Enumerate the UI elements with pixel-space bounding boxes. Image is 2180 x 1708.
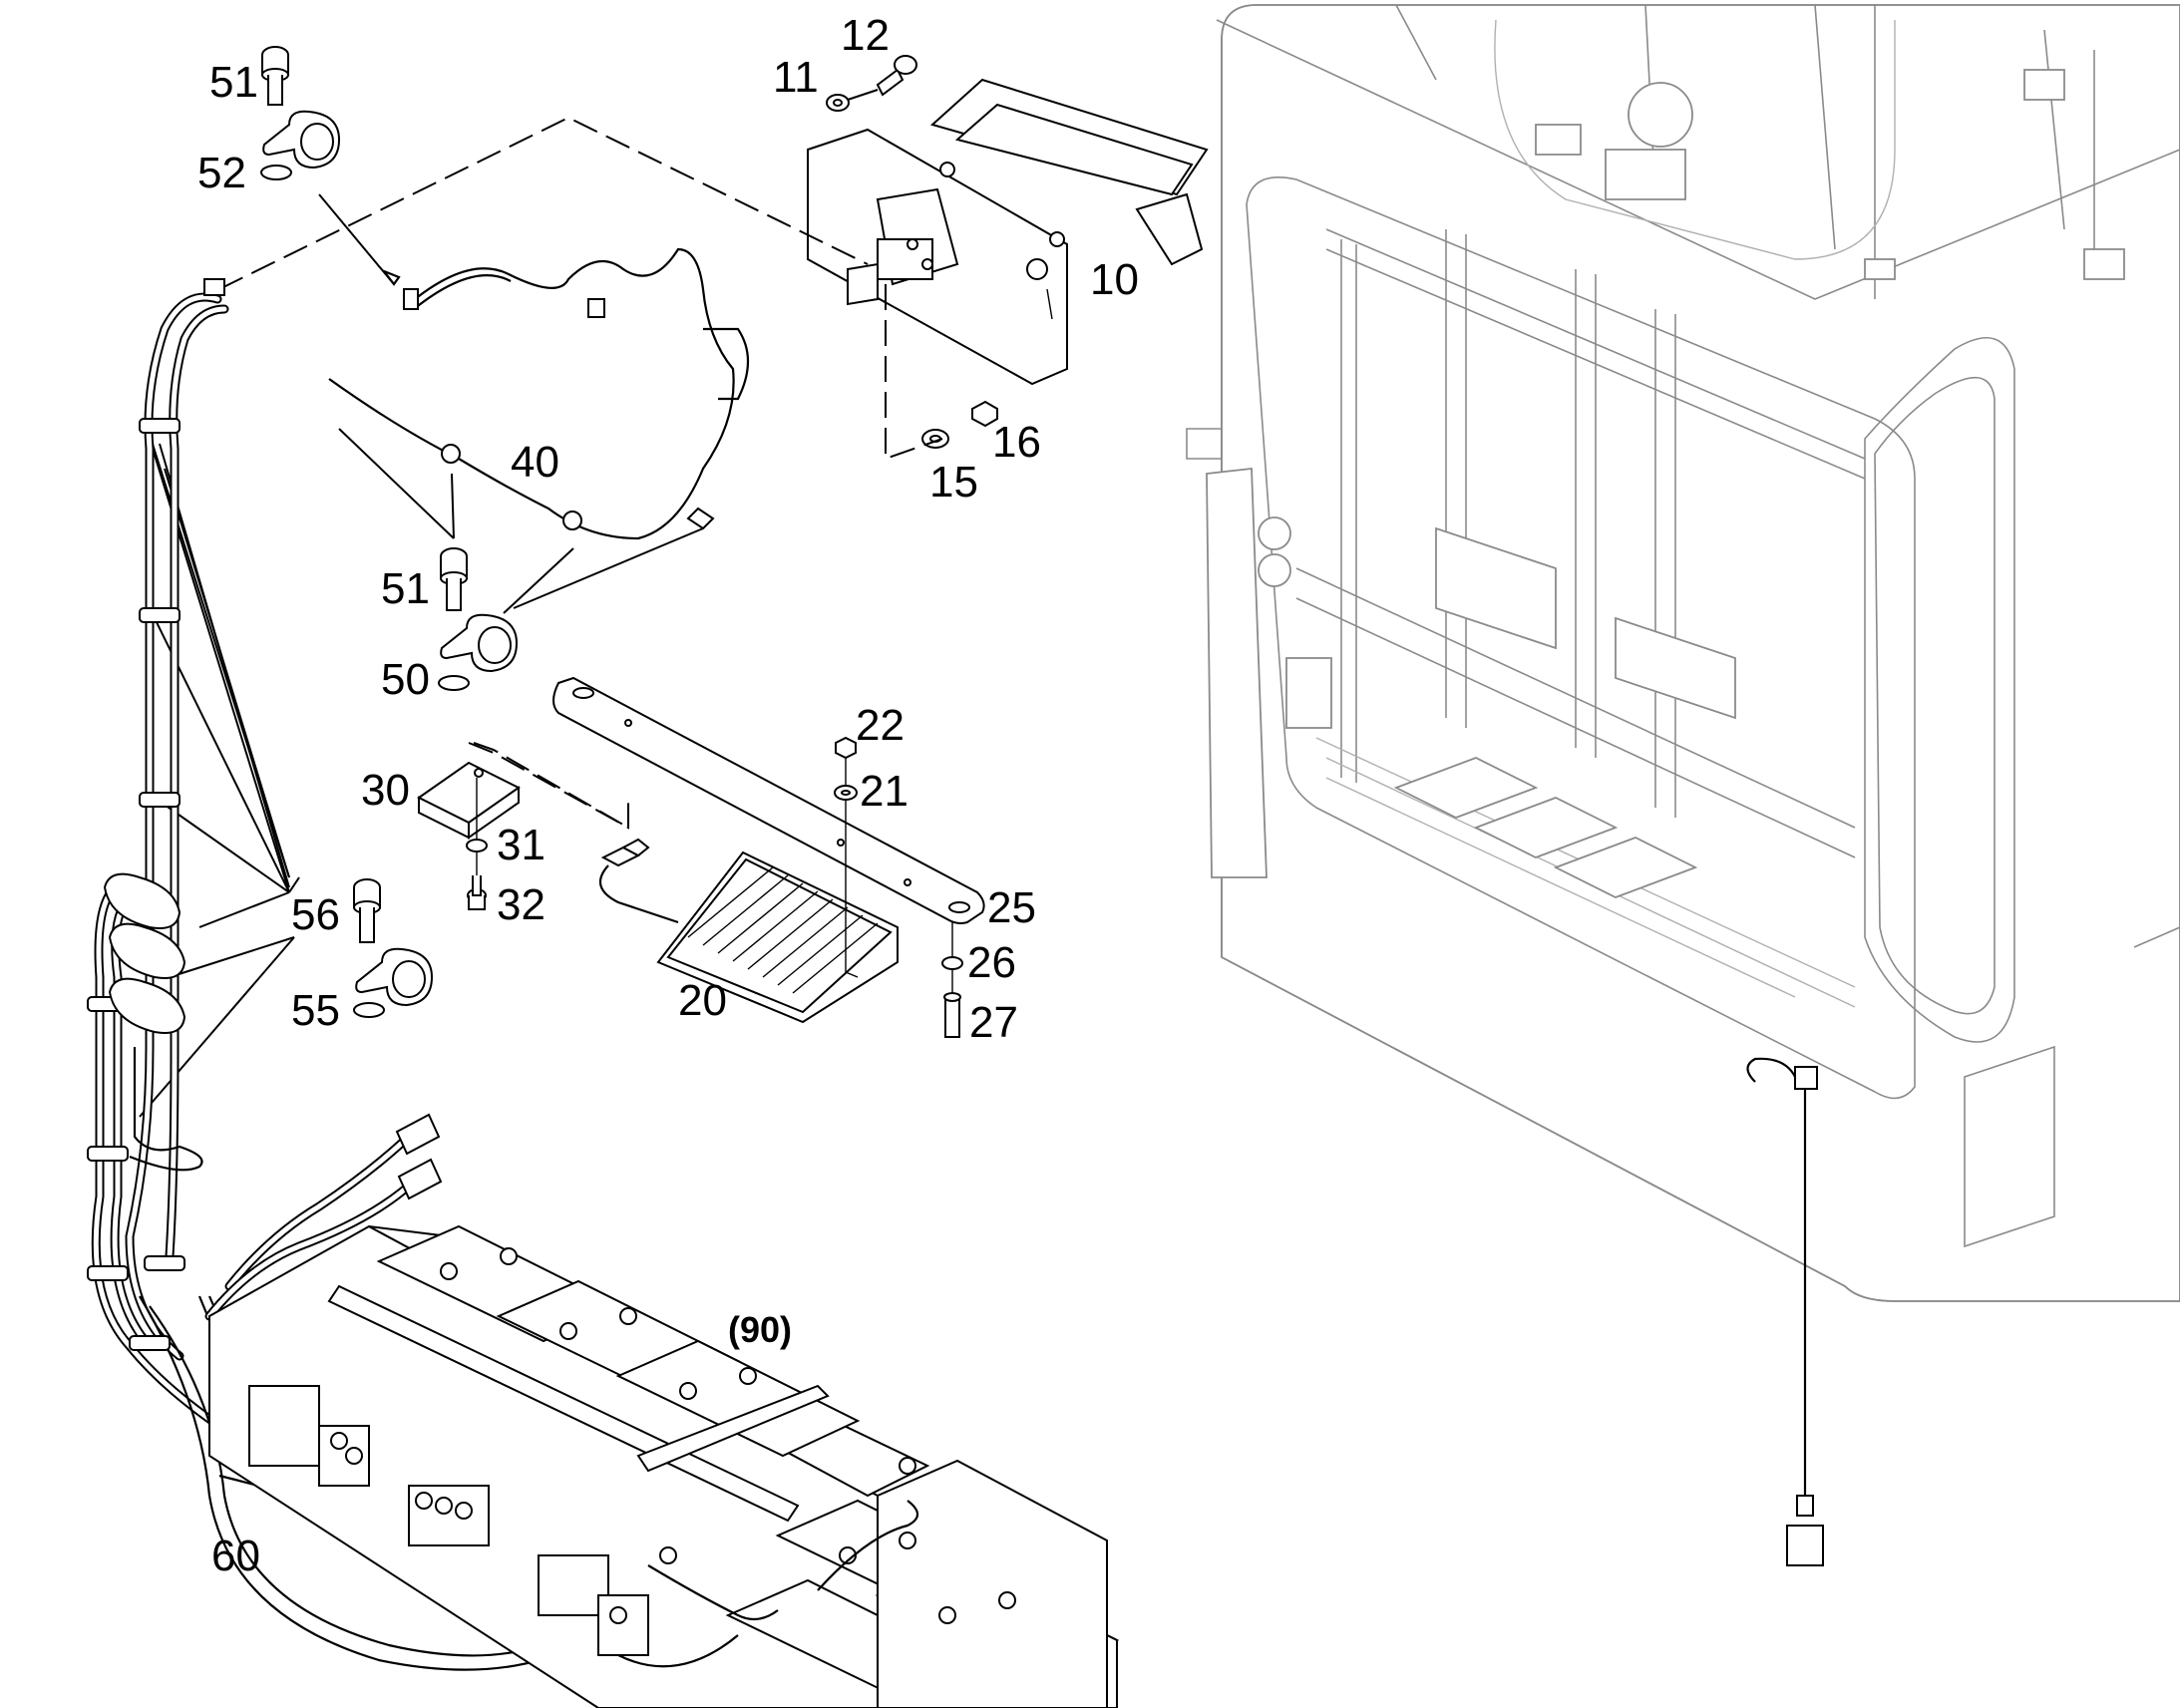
callout-16: 16 [992,418,1041,467]
dashed-line-box [218,116,869,290]
callout-50: 50 [381,655,430,704]
callout-30: 30 [361,766,410,815]
part-12-bolt [876,55,917,97]
leader-11-12 [847,89,879,101]
leader-50-a [503,547,574,614]
dashed-line-30-25 [468,742,629,830]
callout-26: 26 [967,938,1016,987]
axis-21-20 [845,843,859,978]
callout-11: 11 [773,53,819,102]
callout-10: 10 [1090,255,1139,304]
part-11-washer [826,94,850,112]
callout-56: 56 [291,890,340,939]
callout-12: 12 [841,11,890,60]
callout-40: 40 [511,438,559,487]
part-10-electrical-box [807,78,1209,386]
part-90-battery-assembly [208,1224,1120,1708]
callout-15: 15 [929,458,978,507]
part-51-bolt-top [261,46,289,106]
callout-21: 21 [860,767,908,816]
part-25-bracket [552,676,985,924]
part-20-heater [598,838,899,1024]
part-51-bolt-mid [440,547,468,611]
part-55-clamp [353,878,434,1018]
part-30-plate [417,761,521,840]
callout-32: 32 [497,880,545,929]
arrow-52 [380,268,401,286]
dashed-line-15-16 [885,284,943,461]
part-27-screw [943,992,961,1038]
callout-27: 27 [969,998,1018,1047]
part-31-washer [466,839,488,853]
part-26-washer [941,956,963,970]
leader-51-mid-b [451,473,455,539]
callout-22: 22 [856,701,905,750]
callout-20: 20 [678,976,727,1025]
machine-frame [1186,4,2180,1302]
callout-90: (90) [728,1309,792,1350]
leader-50-b [513,527,704,609]
leader-51-mid-a [338,428,455,539]
callout-55: 55 [291,986,340,1035]
callout-25: 25 [987,883,1036,932]
callout-60: 60 [211,1532,260,1580]
part-16-nut [971,400,998,428]
part-32-screw [467,875,487,910]
callout-51-top: 51 [209,58,258,107]
part-50-clamp [438,613,519,691]
callout-52: 52 [197,149,246,197]
part-52-clamp [260,110,341,180]
callout-31: 31 [497,821,545,869]
hanging-cable [1746,1057,1824,1566]
part-21-washer [834,785,858,801]
callout-51-mid: 51 [381,564,430,613]
part-22-nut [835,736,857,760]
part-40-harness [328,247,749,540]
